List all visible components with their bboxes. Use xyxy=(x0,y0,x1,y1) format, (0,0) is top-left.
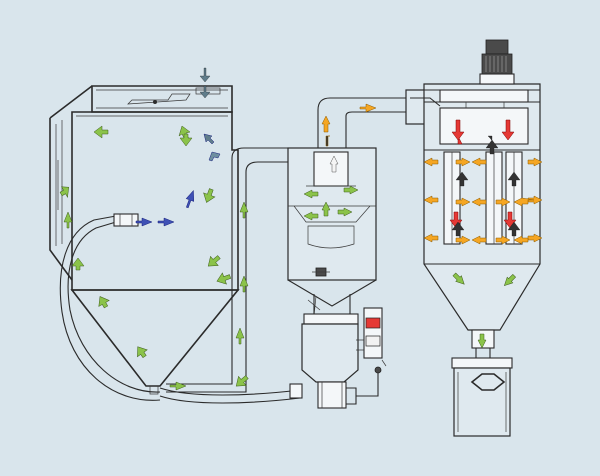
material-flow-arrows xyxy=(59,125,359,391)
dust-collector xyxy=(410,83,541,358)
vertical-air-arrows xyxy=(199,67,521,237)
air-flow-arrows xyxy=(321,103,543,349)
blasting-cabinet xyxy=(49,85,240,395)
dust-bin xyxy=(451,357,513,437)
reverse-pulse-arrows xyxy=(449,119,517,229)
blue-air-flow-arrows xyxy=(135,133,221,227)
fan-motor xyxy=(479,39,515,85)
cyclone-separator xyxy=(287,89,435,307)
abrasive-hopper xyxy=(301,294,359,409)
metering-valve xyxy=(289,307,387,399)
conveying-hose xyxy=(59,147,379,405)
